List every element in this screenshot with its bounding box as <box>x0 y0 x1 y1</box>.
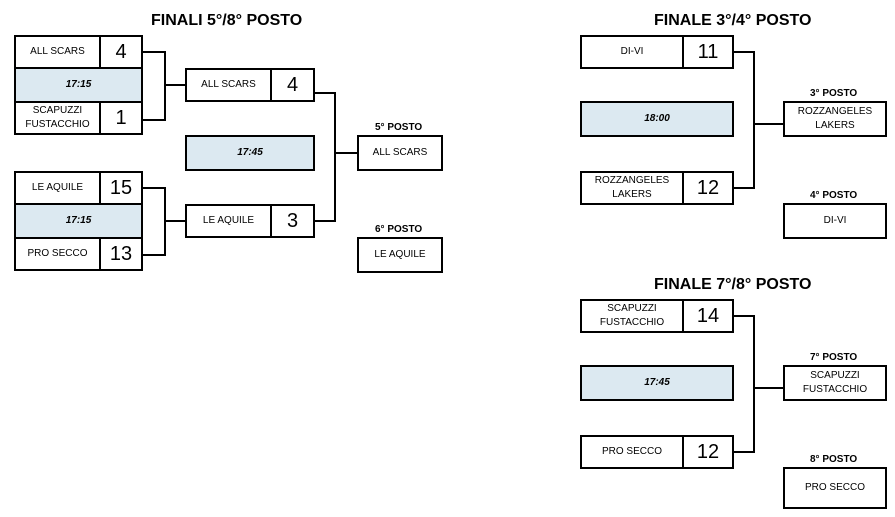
semi1-team-b: SCAPUZZI FUSTACCHIO <box>14 101 101 135</box>
finale-3-4-team-b: ROZZANGELES LAKERS <box>580 171 684 205</box>
finale-3-4-score-b: 12 <box>682 171 734 205</box>
finale-3-4-title: FINALE 3°/4° POSTO <box>654 12 812 29</box>
semi1-score-b: 1 <box>99 101 143 135</box>
finale-7-8-team-a: SCAPUZZI FUSTACCHIO <box>580 299 684 333</box>
semi1-team-a: ALL SCARS <box>14 35 101 69</box>
place4-team: DI-VI <box>783 203 887 239</box>
finale-3-4-score-a: 11 <box>682 35 734 69</box>
finale-7-8-team-b: PRO SECCO <box>580 435 684 469</box>
final-5-8-team-b: LE AQUILE <box>185 204 272 238</box>
finale-7-8-title: FINALE 7°/8° POSTO <box>654 276 812 293</box>
place6-label: 6° POSTO <box>375 224 423 235</box>
semi1-time: 17:15 <box>14 67 143 103</box>
place7-label: 7° POSTO <box>810 352 858 363</box>
semi2-team-a: LE AQUILE <box>14 171 101 205</box>
final-5-8-team-a: ALL SCARS <box>185 68 272 102</box>
place6-team: LE AQUILE <box>357 237 443 273</box>
finale-7-8-score-b: 12 <box>682 435 734 469</box>
finale-7-8-score-a: 14 <box>682 299 734 333</box>
final-5-8-score-b: 3 <box>270 204 315 238</box>
place8-label: 8° POSTO <box>810 454 858 465</box>
finale-7-8-time: 17:45 <box>580 365 734 401</box>
place3-label: 3° POSTO <box>810 88 858 99</box>
semi2-time: 17:15 <box>14 203 143 239</box>
semi2-score-a: 15 <box>99 171 143 205</box>
finale-3-4-team-a: DI-VI <box>580 35 684 69</box>
semi2-team-b: PRO SECCO <box>14 237 101 271</box>
final-5-8-time: 17:45 <box>185 135 315 171</box>
place5-team: ALL SCARS <box>357 135 443 171</box>
finale-3-4-time: 18:00 <box>580 101 734 137</box>
finali-5-8-title: FINALI 5°/8° POSTO <box>151 12 303 29</box>
semi1-score-a: 4 <box>99 35 143 69</box>
place8-team: PRO SECCO <box>783 467 887 509</box>
place4-label: 4° POSTO <box>810 190 858 201</box>
final-5-8-score-a: 4 <box>270 68 315 102</box>
place5-label: 5° POSTO <box>375 122 423 133</box>
semi2-score-b: 13 <box>99 237 143 271</box>
place7-team: SCAPUZZI FUSTACCHIO <box>783 365 887 401</box>
place3-team: ROZZANGELES LAKERS <box>783 101 887 137</box>
